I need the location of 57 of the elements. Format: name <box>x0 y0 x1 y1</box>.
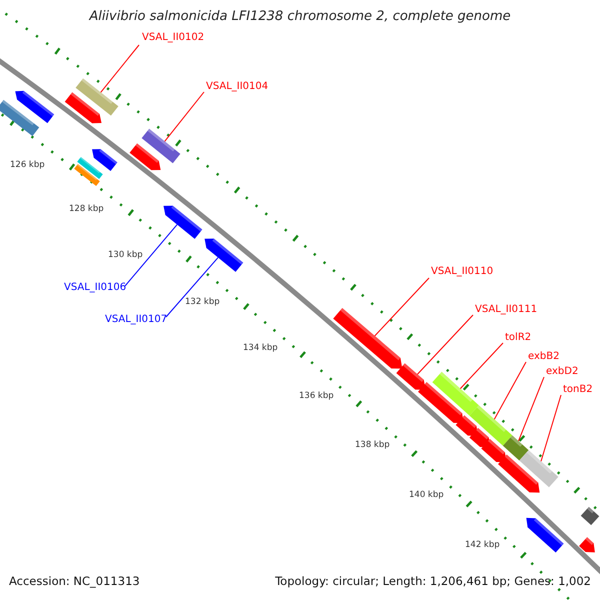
gene-block <box>418 382 464 424</box>
gene-label: exbD2 <box>546 365 578 378</box>
leader-line <box>518 376 544 442</box>
tick-label: 136 kbp <box>299 391 334 402</box>
tick-label: 126 kbp <box>10 160 45 171</box>
gene-block <box>469 405 512 446</box>
gene-block <box>77 156 103 180</box>
tick-label: 128 kbp <box>69 204 104 215</box>
gene-block <box>519 450 558 488</box>
footer-text: Topology: circular; Length: 1,206,461 bp; Genes: 1,002 <box>275 574 591 589</box>
gene-block <box>481 438 506 462</box>
gene-block <box>15 90 54 124</box>
tick-label: 130 kbp <box>108 250 143 261</box>
leader-line <box>460 342 504 390</box>
gene-block <box>142 128 180 164</box>
tick-label: 132 kbp <box>185 297 220 308</box>
tick-label: 140 kbp <box>409 490 444 501</box>
gene-label: VSAL_II0110 <box>431 265 494 278</box>
leader-line <box>164 92 204 142</box>
gene-block <box>502 435 529 460</box>
gene-label: VSAL_II0106 <box>64 281 126 294</box>
gene-label: tolR2 <box>505 331 532 344</box>
gene-block <box>579 537 595 552</box>
gene-label: VSAL_II0111 <box>475 303 538 316</box>
gene-block <box>76 78 118 116</box>
gene-block <box>164 206 202 239</box>
gene-block <box>92 149 118 171</box>
gene-block <box>526 518 564 553</box>
gene-block <box>580 506 600 526</box>
gene-block <box>333 308 402 369</box>
gene-block <box>0 100 40 136</box>
gene-block <box>130 143 161 170</box>
leader-line <box>540 394 562 462</box>
gene-block <box>469 428 490 448</box>
gene-block <box>432 372 479 416</box>
gene-label: tonB2 <box>563 383 593 396</box>
leader-line <box>416 314 474 375</box>
leader-line <box>166 257 219 318</box>
tick-label: 134 kbp <box>243 343 278 354</box>
tick-label: 142 kbp <box>465 540 500 551</box>
gene-label: VSAL_II0102 <box>142 31 204 44</box>
leader-line <box>374 278 430 336</box>
gene-block <box>64 92 102 124</box>
diagram-title: Aliivibrio salmonicida LFI1238 chromosome 2, complete genome <box>88 9 512 24</box>
gene-label: VSAL_II0107 <box>105 313 168 326</box>
footer-text: Accession: NC_011313 <box>9 574 140 589</box>
gene-block <box>74 164 100 186</box>
tick-label: 138 kbp <box>355 440 390 451</box>
gene-label: exbB2 <box>528 350 560 363</box>
gene-block <box>204 238 244 272</box>
gene-block <box>396 363 426 390</box>
gene-label: VSAL_II0104 <box>206 80 268 93</box>
leader-line <box>124 224 178 286</box>
leader-line <box>494 362 526 420</box>
leader-line <box>100 44 140 93</box>
gene-block <box>498 454 540 493</box>
gene-block <box>456 415 478 436</box>
